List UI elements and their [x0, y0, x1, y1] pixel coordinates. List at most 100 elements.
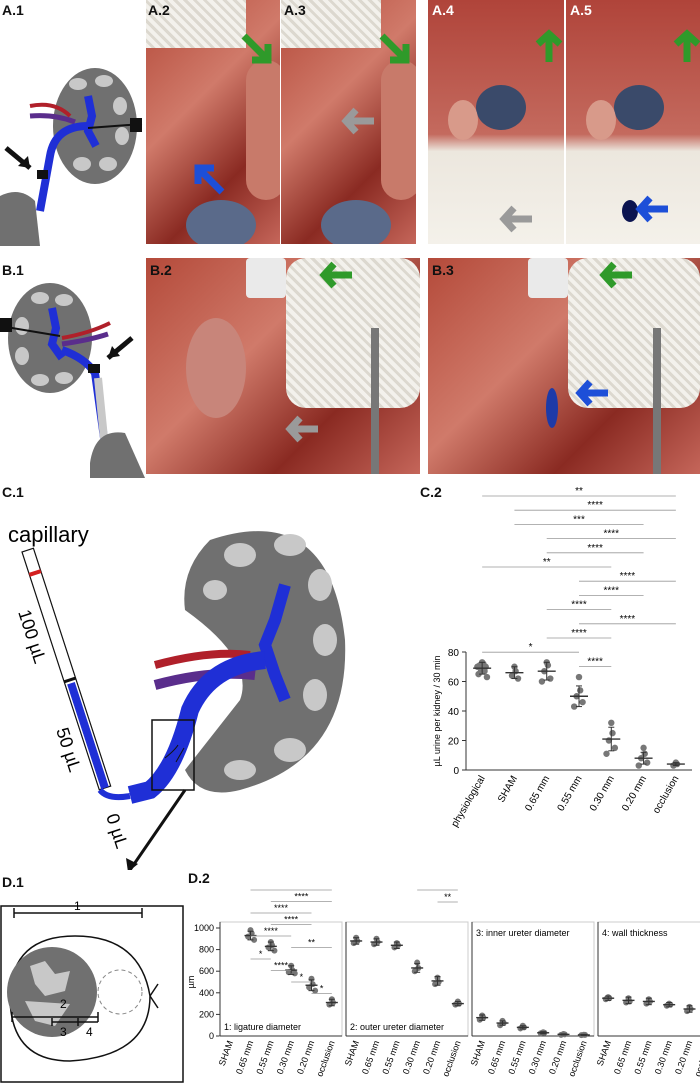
y-tick-label: 80: [448, 648, 460, 659]
panel-label-a5: A.5: [570, 2, 592, 18]
photo-b2: [146, 258, 420, 474]
significance-label: *: [529, 642, 533, 653]
y-tick-label: 40: [448, 707, 460, 718]
green-arrow-icon: [535, 29, 563, 62]
panel-label-b2: B.2: [150, 262, 172, 278]
panel-frame: [219, 921, 343, 1037]
kidney-diagram-b1: [0, 283, 145, 478]
x-tick-label: occlusion: [566, 1039, 588, 1078]
y-tick-label: 60: [448, 678, 460, 689]
y-axis-label: µm: [186, 976, 196, 989]
data-point: [575, 673, 583, 681]
panel-label-a1: A.1: [2, 2, 24, 18]
data-point: [643, 759, 651, 766]
green-arrow-icon: [319, 261, 352, 289]
panel-frame: [345, 921, 469, 1037]
capillary-label: capillary: [8, 522, 89, 547]
x-tick-label: 0.30 mm: [653, 1039, 674, 1075]
x-tick-label: 0.30 mm: [275, 1039, 296, 1075]
significance-label: ****: [284, 915, 299, 925]
data-point: [547, 675, 554, 682]
panel-title: 4: wall thickness: [602, 928, 668, 938]
panel-label-b1: B.1: [2, 262, 24, 278]
photo-b3: [428, 258, 700, 474]
data-point: [538, 678, 546, 685]
y-tick-label: 1000: [194, 923, 214, 933]
data-point: [251, 936, 258, 943]
panel-frame: [597, 921, 700, 1037]
panel-title: 1: ligature diameter: [224, 1022, 301, 1032]
dimension-label-4: 4: [86, 1025, 93, 1039]
data-point: [571, 703, 578, 710]
data-point: [579, 698, 586, 706]
significance-label: ****: [587, 543, 603, 554]
data-point: [508, 672, 516, 679]
panel-label-a3: A.3: [284, 2, 306, 18]
x-tick-label: 0.65 mm: [360, 1039, 381, 1075]
blue-arrow-icon: [635, 195, 668, 223]
dimension-label-3: 3: [60, 1025, 67, 1039]
panel-label-d1: D.1: [2, 874, 24, 890]
y-tick-label: 0: [453, 766, 459, 777]
significance-label: ****: [620, 614, 636, 625]
panel-label-b3: B.3: [432, 262, 454, 278]
significance-label: **: [444, 892, 452, 902]
x-tick-label: 0.30 mm: [527, 1039, 548, 1075]
panel-label-c2: C.2: [420, 484, 442, 500]
grey-arrow-icon: [341, 107, 374, 135]
y-tick-label: 20: [448, 737, 460, 748]
data-point: [611, 744, 619, 752]
x-tick-label: occlusion: [314, 1039, 336, 1078]
y-axis-label: µL urine per kidney / 30 min: [432, 656, 442, 767]
significance-label: **: [308, 938, 316, 948]
significance-label: ****: [274, 961, 289, 971]
significance-label: ****: [294, 892, 309, 902]
y-tick-label: 800: [199, 945, 214, 955]
x-tick-label: 0.20 mm: [295, 1039, 316, 1075]
significance-label: *: [436, 888, 440, 890]
x-tick-label: 0.20 mm: [421, 1039, 442, 1075]
photo-a4: [428, 0, 564, 244]
x-tick-label: 0.30 mm: [401, 1039, 422, 1075]
green-arrow-icon: [379, 33, 410, 64]
significance-label: **: [543, 557, 551, 568]
green-arrow-icon: [241, 33, 272, 64]
significance-label: ****: [571, 628, 587, 639]
significance-label: ****: [603, 529, 619, 540]
x-tick-label: 0.65 mm: [523, 774, 552, 813]
data-point: [271, 947, 278, 954]
data-point: [312, 987, 319, 994]
data-point: [514, 675, 522, 682]
x-tick-label: SHAM: [469, 1039, 487, 1067]
x-tick-label: 0.55 mm: [254, 1039, 275, 1075]
dimension-label-2: 2: [60, 997, 67, 1011]
data-point: [635, 762, 642, 769]
volume-0-label: 0 µL: [102, 811, 132, 851]
data-point: [475, 670, 482, 678]
x-tick-label: SHAM: [217, 1039, 235, 1067]
significance-label: ****: [284, 888, 299, 890]
panel-label-a4: A.4: [432, 2, 454, 18]
data-point: [483, 673, 491, 681]
blue-arrow-icon: [575, 379, 608, 407]
photo-a3: [281, 0, 416, 244]
data-point: [603, 750, 610, 757]
x-tick-label: 0.20 mm: [673, 1039, 694, 1075]
significance-label: ****: [603, 585, 619, 596]
x-tick-label: 0.55 mm: [380, 1039, 401, 1075]
x-tick-label: 0.20 mm: [620, 774, 649, 813]
x-tick-label: 0.55 mm: [632, 1039, 653, 1075]
x-tick-label: SHAM: [343, 1039, 361, 1067]
panel-title: 2: outer ureter diameter: [350, 1022, 444, 1032]
panel-label-c1: C.1: [2, 484, 24, 500]
y-tick-label: 0: [209, 1031, 214, 1041]
x-tick-label: SHAM: [496, 774, 520, 805]
significance-label: ****: [264, 926, 279, 936]
significance-label: ****: [587, 500, 603, 511]
significance-label: ***: [573, 514, 585, 525]
blue-arrow-icon: [194, 164, 225, 195]
data-point: [577, 687, 584, 694]
capillary-kidney-diagram-c1: capillary 100 µL 50 µL 0 µL: [8, 522, 346, 870]
